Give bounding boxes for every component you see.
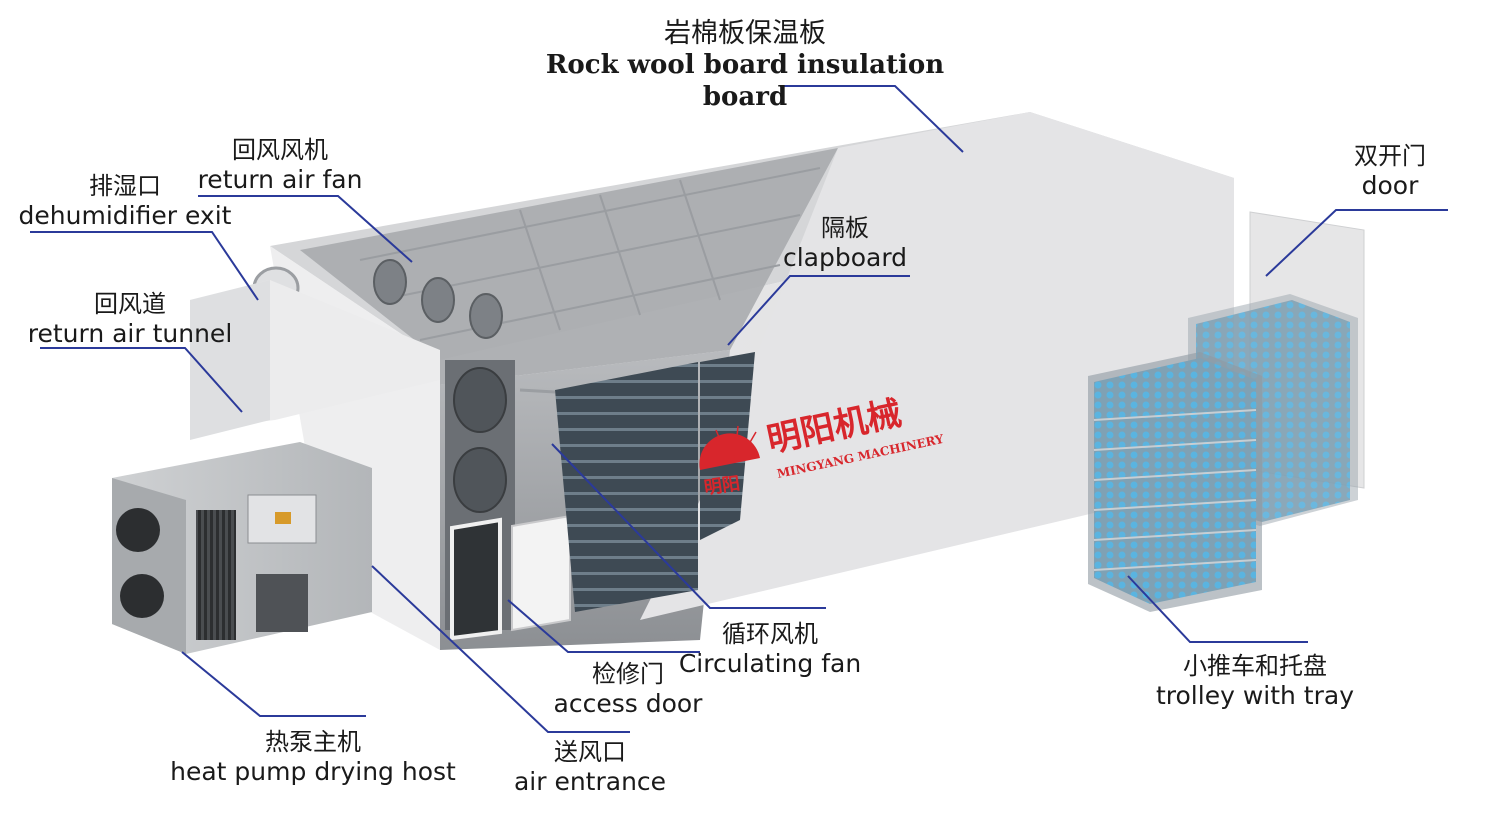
label-trolley-en: trolley with tray: [1155, 680, 1355, 710]
trolley-front: [1088, 352, 1262, 612]
leader-return-air-tunnel: [40, 347, 243, 413]
leader-return-air-fan: [198, 195, 413, 263]
trolley-shelves: [1093, 409, 1257, 571]
label-return-air-fan: 回风风机 return air fan: [180, 136, 380, 195]
label-circulating-fan-en: Circulating fan: [678, 648, 862, 678]
label-air-entrance-zh: 送风口: [554, 738, 626, 766]
label-dehumidifier-zh: 排湿口: [89, 172, 161, 200]
leader-dehumidifier: [30, 231, 259, 301]
label-door: 双开门 door: [1330, 142, 1450, 201]
label-insulation-board: 岩棉板保温板 Rock wool board insulation board: [500, 18, 990, 113]
label-air-entrance: 送风口 air entrance: [510, 738, 670, 797]
label-air-entrance-en: air entrance: [513, 766, 667, 796]
internal-tray-rack: [555, 362, 698, 612]
label-return-air-tunnel: 回风道 return air tunnel: [20, 290, 240, 349]
return-air-tunnel-duct: [190, 280, 440, 440]
label-door-zh: 双开门: [1354, 142, 1426, 170]
label-trolley-zh: 小推车和托盘: [1183, 652, 1327, 680]
label-clapboard-zh: 隔板: [821, 214, 869, 242]
leader-heat-pump: [181, 651, 366, 717]
logo-mark-text: 明阳: [703, 473, 742, 499]
pump-fan-bottom-icon: [120, 574, 164, 618]
label-door-en: door: [1361, 170, 1419, 200]
leader-circulating-fan: [551, 443, 826, 609]
label-trolley-with-tray: 小推车和托盘 trolley with tray: [1150, 652, 1360, 711]
leader-trolley: [1127, 575, 1308, 643]
access-door-opening: [450, 517, 502, 641]
label-heat-pump-zh: 热泵主机: [265, 728, 361, 756]
leader-clapboard: [727, 275, 910, 346]
label-access-door-en: access door: [553, 688, 703, 718]
label-return-air-fan-en: return air fan: [197, 164, 363, 194]
insulation-board-panel: [640, 112, 1234, 620]
label-access-door: 检修门 access door: [548, 660, 708, 719]
label-return-air-tunnel-en: return air tunnel: [27, 318, 233, 348]
leader-access-door: [507, 599, 700, 653]
label-dehumidifier-en: dehumidifier exit: [18, 200, 232, 230]
leader-insulation: [780, 85, 964, 153]
leader-door: [1265, 209, 1448, 277]
label-access-door-zh: 检修门: [592, 660, 664, 688]
drying-chamber: 明阳机械 MINGYANG MACHINERY 明阳: [252, 112, 1234, 650]
access-door-panel: [511, 514, 571, 632]
leader-air-entrance: [371, 565, 630, 733]
label-return-air-fan-zh: 回风风机: [232, 136, 328, 164]
label-insulation-zh: 岩棉板保温板: [664, 18, 826, 49]
label-dehumidifier-exit: 排湿口 dehumidifier exit: [10, 172, 240, 231]
label-circulating-fan: 循环风机 Circulating fan: [672, 620, 868, 679]
label-clapboard: 隔板 clapboard: [770, 214, 920, 273]
label-circulating-fan-zh: 循环风机: [722, 620, 818, 648]
label-insulation-en: Rock wool board insulation board: [545, 50, 945, 112]
chamber-interior-ceiling: [300, 148, 838, 385]
return-air-fans: [373, 259, 503, 339]
label-heat-pump-en: heat pump drying host: [170, 756, 456, 786]
label-return-air-tunnel-zh: 回风道: [94, 290, 166, 318]
label-heat-pump-host: 热泵主机 heat pump drying host: [168, 728, 458, 787]
heat-pump-unit: [112, 442, 372, 654]
label-clapboard-en: clapboard: [782, 242, 908, 272]
pump-fan-top-icon: [116, 508, 160, 552]
leader-lines: [30, 85, 1448, 733]
